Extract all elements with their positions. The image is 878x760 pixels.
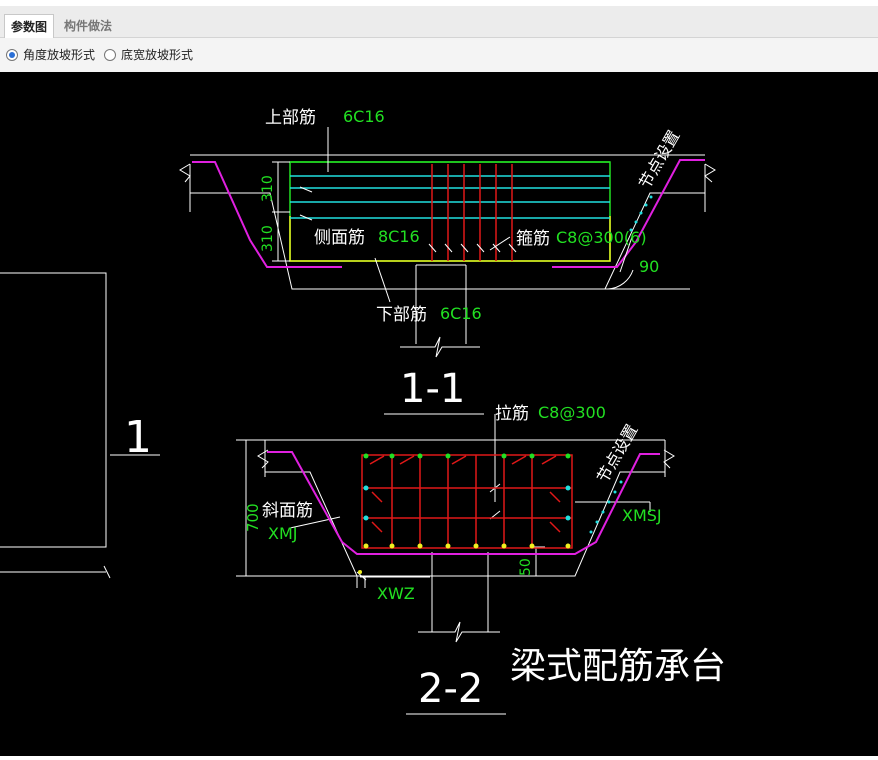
tie-rebar-value: C8@300 (538, 403, 606, 422)
slope-form-options: 角度放坡形式 底宽放坡形式 (0, 38, 878, 72)
radio-width-slope-label: 底宽放坡形式 (121, 48, 194, 62)
section-2-2: 拉筋 C8@300 斜面筋 XMJ 700 50 XWZ XMSJ 节点设置 2… (236, 403, 675, 715)
dim-bottom-value: 50 (518, 558, 534, 576)
section-1-1: 上部筋 6C16 侧面筋 8C16 箍筋 C8@300(6) 下部筋 6C16 … (179, 107, 716, 415)
side-dots-cyan (363, 480, 623, 534)
xmsj-label: XMSJ (622, 506, 662, 525)
drawing-title: 梁式配筋承台 (510, 646, 726, 687)
bottom-rebar-value: 6C16 (440, 304, 482, 323)
left-section-label: 1 (124, 412, 152, 463)
title-strip (0, 0, 878, 6)
top-rebar-name: 上部筋 (265, 108, 316, 128)
radio-checked-icon (6, 49, 18, 61)
mesh-red (361, 454, 573, 549)
beam-bottom-yellow (289, 216, 611, 262)
section-1-1-outline (179, 154, 716, 415)
node-setting-1-1[interactable]: 节点设置 (635, 127, 683, 192)
radio-angle-slope[interactable]: 角度放坡形式 (6, 46, 95, 64)
radio-unchecked-icon (104, 49, 116, 61)
section-1-1-label: 1-1 (400, 366, 465, 412)
dim-upper-value: 310 (260, 175, 276, 202)
bottom-rebar-name: 下部筋 (376, 305, 427, 325)
tab-component-method[interactable]: 构件做法 (64, 19, 113, 33)
dim-lines (272, 127, 633, 303)
radio-angle-slope-label: 角度放坡形式 (23, 48, 96, 62)
node-setting-2-2[interactable]: 节点设置 (593, 421, 641, 486)
xwz-label: XWZ (377, 584, 415, 603)
node-dots (629, 195, 653, 232)
left-plan-outline (0, 272, 160, 579)
tab-parameter-diagram[interactable]: 参数图 (4, 14, 55, 38)
stirrup-name: 箍筋 (516, 229, 550, 249)
dim-lower-value: 310 (260, 225, 276, 252)
slope-rebar-value: XMJ (268, 524, 297, 543)
dim-height-value: 700 (244, 503, 262, 532)
tab-bar: 参数图 构件做法 (0, 6, 878, 38)
stirrups-red (431, 164, 513, 261)
section-2-2-label: 2-2 (418, 666, 483, 712)
cad-drawing: 1 (0, 107, 726, 715)
radio-width-slope[interactable]: 底宽放坡形式 (104, 46, 193, 64)
drawing-canvas[interactable]: 1 (0, 72, 878, 756)
angle-value: 90 (639, 257, 659, 276)
slope-rebar-magenta (192, 159, 705, 268)
top-rebar-value: 6C16 (343, 107, 385, 126)
side-rebar-value: 8C16 (378, 227, 420, 246)
bottom-dots-yellow (358, 543, 571, 574)
top-dots-green (363, 453, 571, 459)
dim-ticks (428, 243, 517, 253)
side-rebar-name: 侧面筋 (314, 228, 365, 248)
stirrup-value: C8@300(6) (556, 228, 647, 247)
slope-rebar-name: 斜面筋 (262, 501, 313, 521)
tie-rebar-name: 拉筋 (495, 404, 529, 424)
slope-rebar-2-2 (267, 451, 660, 555)
longitudinal-bars-cyan (290, 175, 610, 219)
